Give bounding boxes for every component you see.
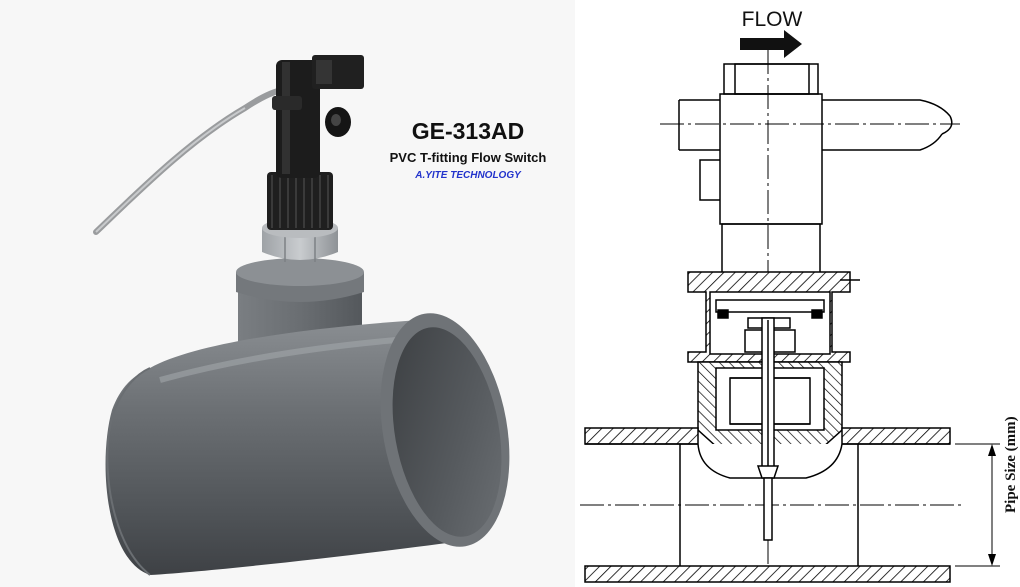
product-description: PVC T-fitting Flow Switch <box>389 150 547 165</box>
flow-arrow-icon <box>740 30 802 58</box>
switch-body <box>267 55 364 230</box>
model-label: GE-313AD <box>411 118 525 144</box>
pipe-bottom-wall <box>584 565 951 583</box>
pipe-size-dimension-label: Pipe Size (mm) <box>1003 416 1019 513</box>
pipe-top-wall <box>584 427 699 445</box>
brand-label: A.YITE TECHNOLOGY <box>415 170 521 181</box>
technical-drawing <box>580 30 1000 583</box>
flow-label: FLOW <box>741 8 803 31</box>
pvc-pipe <box>105 313 510 576</box>
product-photo <box>93 55 510 576</box>
